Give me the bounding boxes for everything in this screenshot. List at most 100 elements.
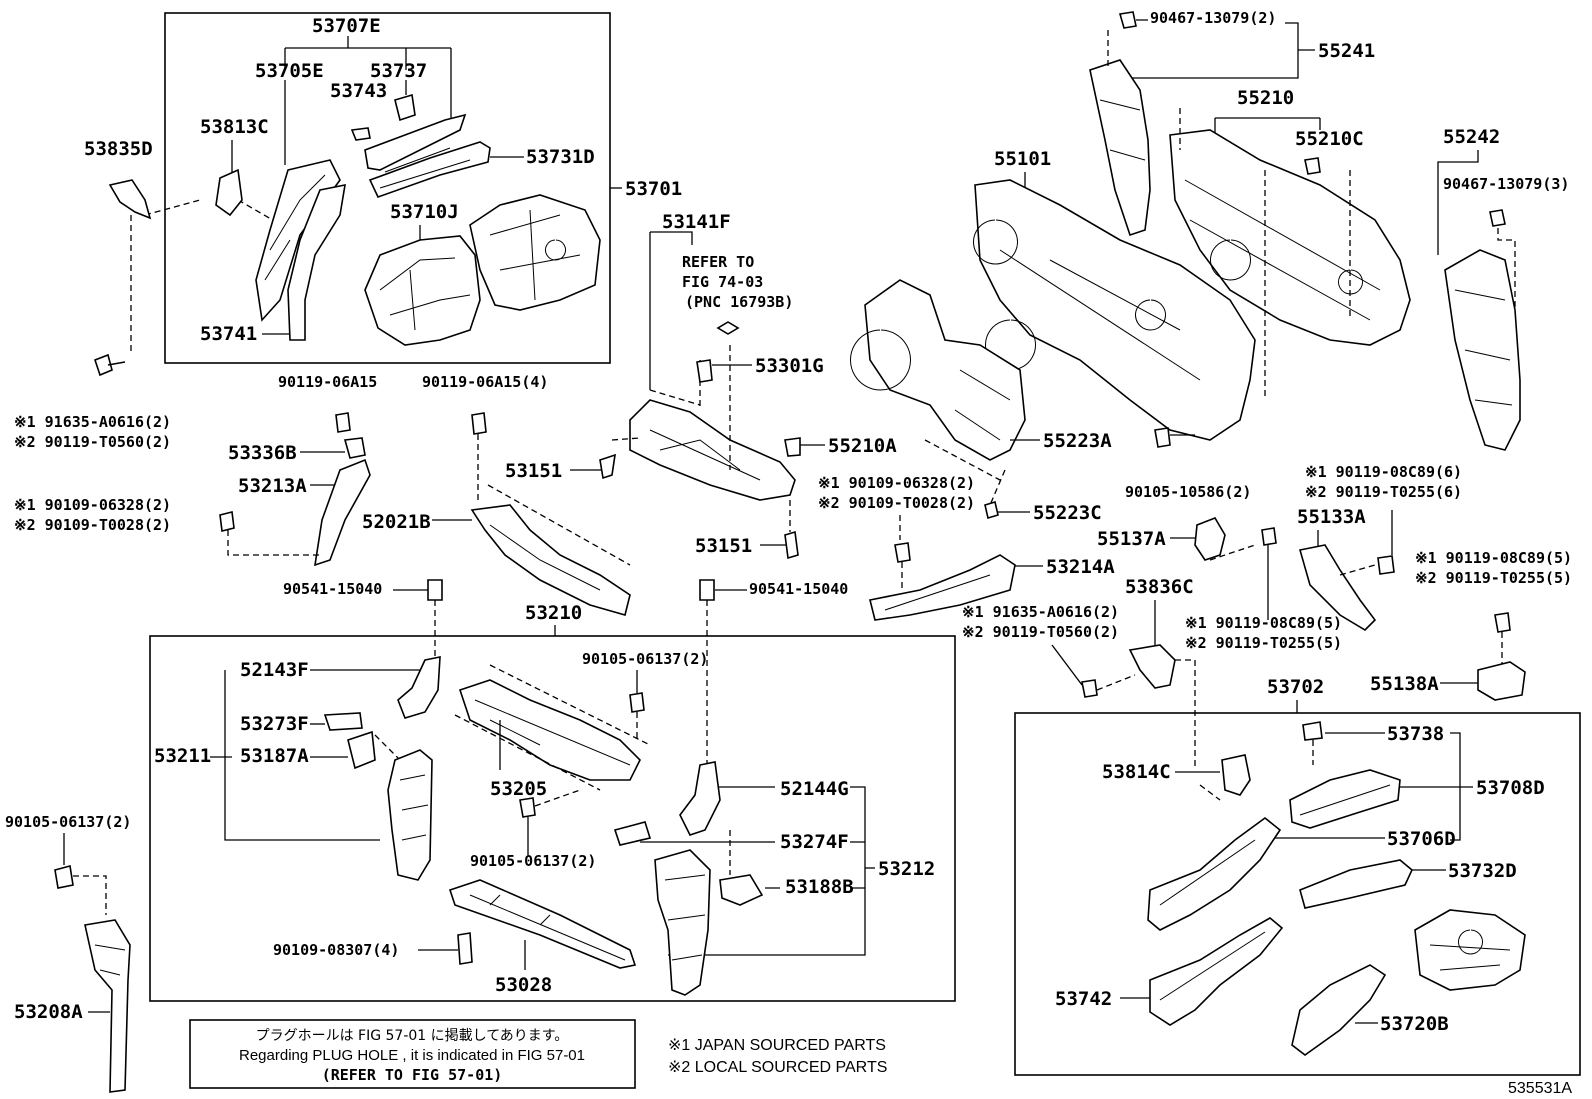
label-90109-T0028-a: ※2 90109-T0028(2)	[14, 516, 171, 534]
label-53274F: 53274F	[780, 831, 849, 853]
label-53151-b: 53151	[695, 535, 752, 557]
label-55210C: 55210C	[1295, 128, 1364, 150]
label-refer-to: REFER TO	[682, 253, 754, 271]
label-55101: 55101	[994, 148, 1051, 170]
label-55223A: 55223A	[1043, 430, 1112, 452]
label-55210A: 55210A	[828, 435, 897, 457]
label-90105-06137-c: 90105-06137(2)	[5, 813, 131, 831]
label-55138A: 55138A	[1370, 673, 1439, 695]
label-53208A: 53208A	[14, 1001, 83, 1023]
label-52144G: 52144G	[780, 778, 849, 800]
label-90105-10586: 90105-10586(2)	[1125, 483, 1251, 501]
label-53151-a: 53151	[505, 460, 562, 482]
label-53701: 53701	[625, 178, 682, 200]
part-55138A-shape	[1477, 661, 1526, 701]
part-55101-shape	[974, 179, 1256, 441]
label-90119-08C89-b: ※1 90119-08C89(5)	[1185, 614, 1342, 632]
label-53188B: 53188B	[785, 876, 854, 898]
note-line-english: Regarding PLUG HOLE , it is indicated in…	[239, 1047, 585, 1064]
label-90105-06137-b: 90105-06137(2)	[470, 852, 596, 870]
label-53187A: 53187A	[240, 745, 309, 767]
part-55133A-shape	[1298, 544, 1377, 632]
part-53141F-shape	[629, 399, 796, 501]
label-90119-T0255-a: ※2 90119-T0255(6)	[1305, 483, 1462, 501]
label-53743: 53743	[330, 80, 387, 102]
part-53214A-shape	[869, 554, 1016, 621]
label-53707E: 53707E	[312, 15, 381, 37]
label-52143F: 52143F	[240, 659, 309, 681]
label-90467-13079-3: 90467-13079(3)	[1443, 175, 1569, 193]
part-52021B-shape	[470, 504, 631, 616]
plug-hole-note: プラグホールは FIG 57-01 に掲載してあります。 Regarding P…	[239, 1028, 585, 1084]
group-52021B: 90119-06A15 90119-06A15(4) 53336B 53213A…	[14, 373, 631, 616]
label-53836C: 53836C	[1125, 576, 1194, 598]
part-55241-shape	[1089, 59, 1151, 237]
group-53208A: 90105-06137(2) 53208A	[5, 813, 131, 1093]
label-53738: 53738	[1387, 723, 1444, 745]
plug-hole-note-box	[189, 1019, 636, 1089]
label-53814C: 53814C	[1102, 761, 1171, 783]
group-53701: 53707E 53705E 53737 53743 53813C 53835D …	[84, 15, 682, 355]
note-line-refer: (REFER TO FIG 57-01)	[322, 1066, 503, 1084]
part-53836C-shape	[1128, 644, 1176, 689]
label-90109-T0028-b: ※2 90109-T0028(2)	[818, 494, 975, 512]
part-53205-shape	[458, 679, 641, 781]
label-53702: 53702	[1267, 676, 1324, 698]
label-53742: 53742	[1055, 988, 1112, 1010]
label-53212: 53212	[878, 858, 935, 880]
label-90119-06A15: 90119-06A15	[278, 373, 377, 391]
label-53741: 53741	[200, 323, 257, 345]
part-53710J-shape	[364, 235, 481, 346]
part-53028-shape	[448, 879, 637, 969]
label-53273F: 53273F	[240, 713, 309, 735]
part-53732D-shape	[1299, 859, 1413, 909]
label-53028: 53028	[495, 974, 552, 996]
label-53737: 53737	[370, 60, 427, 82]
part-53213A-shape	[314, 458, 371, 567]
part-53737-shape	[394, 93, 416, 122]
label-90119-06A15-4: 90119-06A15(4)	[422, 373, 548, 391]
part-52143F-shape	[397, 656, 441, 719]
label-53301G: 53301G	[755, 355, 824, 377]
label-53731D: 53731D	[526, 146, 595, 168]
label-53835D: 53835D	[84, 138, 153, 160]
group-53702: 53702 53738 53814C 53708D 53706D 53732D …	[1055, 676, 1545, 1056]
label-90119-T0255-b: ※2 90119-T0255(5)	[1185, 634, 1342, 652]
group-53214A: ※1 90109-06328(2) ※2 90109-T0028(2) 5321…	[818, 463, 1572, 770]
label-90467-13079-2: 90467-13079(2)	[1150, 9, 1276, 27]
figure-id: 535531A	[1508, 1080, 1572, 1097]
legend-local-sourced: ※2 LOCAL SOURCED PARTS	[668, 1059, 887, 1076]
label-55137A: 55137A	[1097, 528, 1166, 550]
label-90109-06328-b: ※1 90109-06328(2)	[818, 474, 975, 492]
label-55223C: 55223C	[1033, 502, 1102, 524]
label-53141F: 53141F	[662, 211, 731, 233]
label-53336B: 53336B	[228, 442, 297, 464]
part-53835D-shape	[108, 179, 152, 220]
part-53706D-shape	[1147, 816, 1282, 931]
part-53742-shape	[1149, 917, 1284, 1026]
label-90109-06328-a: ※1 90109-06328(2)	[14, 496, 171, 514]
label-53720B: 53720B	[1380, 1013, 1449, 1035]
label-53705E: 53705E	[255, 60, 324, 82]
part-53211-shape	[387, 749, 433, 881]
group-box-53210	[149, 635, 956, 1002]
label-90119-T0255-c: ※2 90119-T0255(5)	[1415, 569, 1572, 587]
part-52144G-shape	[679, 761, 721, 836]
plug-marker	[716, 321, 740, 335]
label-53211: 53211	[154, 745, 211, 767]
label-53813C: 53813C	[200, 116, 269, 138]
label-53710J: 53710J	[390, 201, 459, 223]
part-53208A-shape	[84, 919, 131, 1093]
group-53210: 90541-15040 90541-15040 53210 52143F 532…	[154, 579, 935, 996]
label-90105-06137-a: 90105-06137(2)	[582, 650, 708, 668]
part-53743-shape	[350, 127, 371, 141]
label-90119-T0560-b: ※2 90119-T0560(2)	[962, 623, 1119, 641]
bolt-91635-left: ※1 91635-A0616(2) ※2 90119-T0560(2)	[14, 353, 171, 451]
label-fig-74-03: FIG 74-03	[682, 273, 763, 291]
part-55137A-shape	[1194, 517, 1226, 561]
part-55223A-shape	[864, 279, 1026, 461]
part-55242-shape	[1444, 249, 1521, 451]
group-dash-panels: 55101 55210 55210C 90467-13079(2) 55241 …	[850, 9, 1569, 524]
part-53212-shape	[654, 849, 711, 996]
